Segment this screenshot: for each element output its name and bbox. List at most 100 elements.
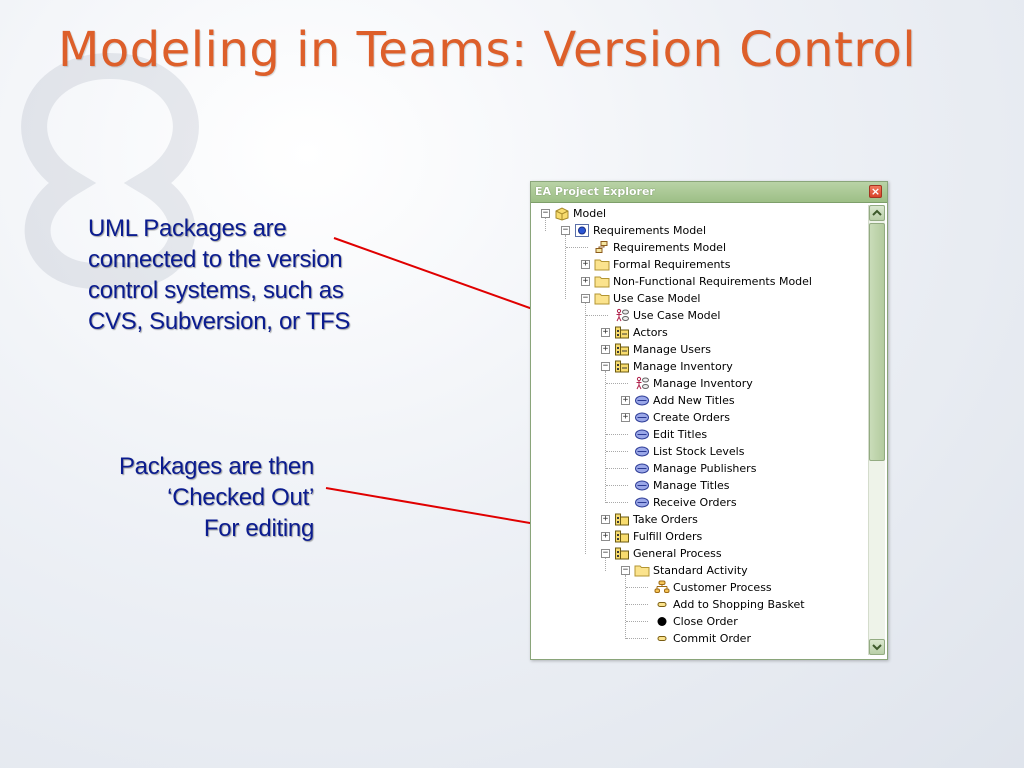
tree-item[interactable]: −Standard Activity <box>531 562 861 579</box>
use-case-icon <box>634 444 650 459</box>
expand-toggle[interactable]: + <box>601 344 610 354</box>
chevron-up-icon <box>872 209 882 216</box>
expand-toggle[interactable]: + <box>581 259 590 269</box>
use-case-icon <box>634 478 650 493</box>
expand-toggle[interactable]: + <box>621 395 630 405</box>
tree-connector <box>606 434 628 435</box>
checked-out-package-icon <box>614 529 630 544</box>
use-case-icon <box>634 461 650 476</box>
tree-item-label: Actors <box>633 326 668 339</box>
close-button[interactable]: × <box>869 185 882 198</box>
checked-in-package-icon <box>614 359 630 374</box>
callout-line: For editing <box>203 515 314 542</box>
tree-connector <box>605 558 606 571</box>
callout-version-control: UML Packages are connected to the versio… <box>88 213 350 337</box>
expand-toggle[interactable]: + <box>581 276 590 286</box>
scroll-up-button[interactable] <box>869 205 885 221</box>
tree-item[interactable]: + Actors <box>531 324 861 341</box>
tree-item[interactable]: + Non-Functional Requirements Model <box>531 273 861 290</box>
vertical-scrollbar[interactable] <box>868 205 885 655</box>
tree-item-label: Create Orders <box>653 411 731 424</box>
tree-item[interactable]: Customer Process <box>531 579 861 596</box>
tree-item-label: Add New Titles <box>653 394 735 407</box>
tree-item[interactable]: − General Process <box>531 545 861 562</box>
tree-connector <box>545 218 546 231</box>
tree-item[interactable]: Receive Orders <box>531 494 861 511</box>
tree-item[interactable]: + Add New Titles <box>531 392 861 409</box>
folder-icon <box>594 291 610 306</box>
scroll-down-button[interactable] <box>869 639 885 655</box>
tree-connector <box>606 451 628 452</box>
use-case-diagram-icon <box>634 376 650 391</box>
tree-item-label: General Process <box>633 547 722 560</box>
action-icon <box>654 631 670 646</box>
tree-item[interactable]: Manage Publishers <box>531 460 861 477</box>
tree-connector <box>625 575 626 639</box>
tree-item[interactable]: Add to Shopping Basket <box>531 596 861 613</box>
expand-toggle[interactable]: + <box>601 327 610 337</box>
collapse-toggle[interactable]: − <box>541 208 550 218</box>
use-case-diagram-icon <box>614 308 630 323</box>
use-case-icon <box>634 495 650 510</box>
tree-item[interactable]: + Create Orders <box>531 409 861 426</box>
collapse-toggle[interactable]: − <box>621 565 630 575</box>
tree-item[interactable]: Commit Order <box>531 630 861 647</box>
activity-diagram-icon <box>654 580 670 595</box>
tree-connector <box>585 303 586 554</box>
collapse-toggle[interactable]: − <box>601 361 610 371</box>
tree-item[interactable]: Close Order <box>531 613 861 630</box>
tree-connector <box>626 604 648 605</box>
callout-line: UML Packages are <box>88 215 287 242</box>
tree-connector <box>606 502 628 503</box>
tree-item-label: Manage Inventory <box>633 360 733 373</box>
tree-item[interactable]: + Formal Requirements <box>531 256 861 273</box>
tree-item-label: Receive Orders <box>653 496 737 509</box>
explorer-title: EA Project Explorer <box>535 185 655 198</box>
scroll-thumb[interactable] <box>869 223 885 461</box>
callout-line: Packages are then <box>118 453 314 480</box>
collapse-toggle[interactable]: − <box>601 548 610 558</box>
folder-icon <box>594 257 610 272</box>
callout-line: CVS, Subversion, or TFS <box>88 308 351 335</box>
use-case-icon <box>634 427 650 442</box>
callout-checked-out: Packages are then ‘Checked Out’ For edit… <box>119 451 314 544</box>
tree-item[interactable]: Manage Titles <box>531 477 861 494</box>
tree-item-label: Manage Titles <box>653 479 730 492</box>
collapse-toggle[interactable]: − <box>581 293 590 303</box>
tree-item[interactable]: − Manage Inventory <box>531 358 861 375</box>
tree-item[interactable]: +Manage Users <box>531 341 861 358</box>
tree-item[interactable]: −Use Case Model <box>531 290 861 307</box>
tree-connector <box>626 621 648 622</box>
tree-item[interactable]: Requirements Model <box>531 239 861 256</box>
tree-item-label: List Stock Levels <box>653 445 745 458</box>
tree-item-label: Add to Shopping Basket <box>673 598 805 611</box>
tree-item[interactable]: + Take Orders <box>531 511 861 528</box>
tree-item-label: Take Orders <box>633 513 698 526</box>
package-icon <box>554 206 570 221</box>
tree-item[interactable]: List Stock Levels <box>531 443 861 460</box>
tree-item[interactable]: Use Case Model <box>531 307 861 324</box>
callout-line: connected to the version <box>88 246 343 273</box>
tree-item[interactable]: Edit Titles <box>531 426 861 443</box>
tree-item[interactable]: +Fulfill Orders <box>531 528 861 545</box>
tree-item-label: Non-Functional Requirements Model <box>613 275 812 288</box>
tree-connector <box>566 247 588 248</box>
tree-connector <box>606 383 628 384</box>
tree-item[interactable]: −Model <box>531 205 861 222</box>
expand-toggle[interactable]: + <box>601 531 610 541</box>
checked-out-package-icon <box>614 512 630 527</box>
watermark-logo <box>21 52 199 289</box>
collapse-toggle[interactable]: − <box>561 225 570 235</box>
tree-item[interactable]: Manage Inventory <box>531 375 861 392</box>
tree-connector <box>586 315 608 316</box>
expand-toggle[interactable]: + <box>621 412 630 422</box>
tree-item-label: Edit Titles <box>653 428 708 441</box>
action-icon <box>654 597 670 612</box>
explorer-title-bar: EA Project Explorer × <box>531 182 887 203</box>
tree-item[interactable]: −Requirements Model <box>531 222 861 239</box>
expand-toggle[interactable]: + <box>601 514 610 524</box>
folder-icon <box>594 274 610 289</box>
tree-item-label: Formal Requirements <box>613 258 731 271</box>
final-node-icon <box>654 614 670 629</box>
